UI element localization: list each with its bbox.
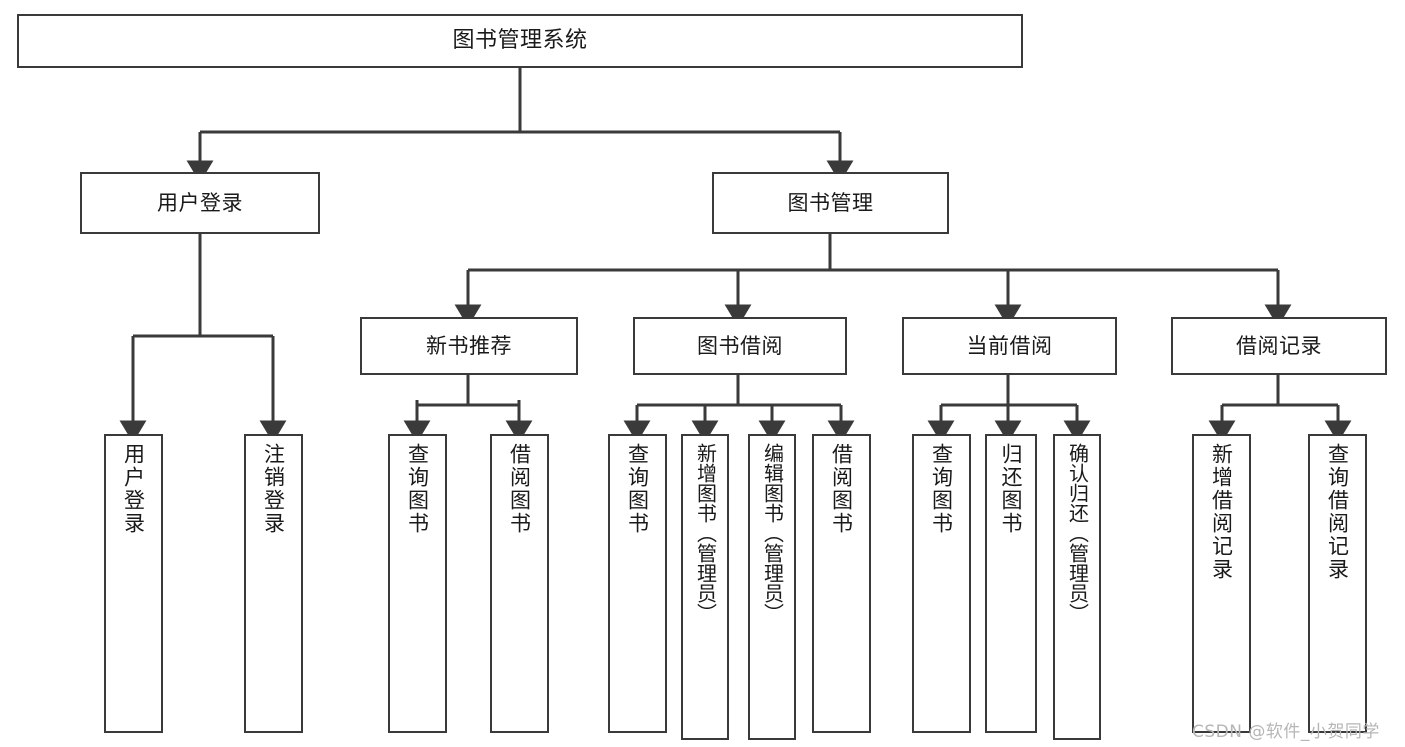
leaf-user-login-login[interactable]: 用户登录 [104, 434, 163, 733]
node-label: 借阅图书 [829, 443, 854, 535]
leaf-book-borrow-query[interactable]: 查询图书 [608, 434, 667, 733]
node-root-system[interactable]: 图书管理系统 [17, 14, 1023, 68]
node-label: 查询图书 [625, 443, 650, 535]
node-label: 借阅图书 [507, 443, 532, 535]
node-book-borrow[interactable]: 图书借阅 [633, 317, 847, 375]
node-label: 图书借阅 [697, 333, 783, 358]
node-label: 查询图书 [405, 443, 430, 535]
leaf-current-borrow-confirm-return[interactable]: 确认归还（管理员） [1053, 434, 1101, 740]
leaf-user-login-logout[interactable]: 注销登录 [244, 434, 303, 733]
node-label: 新增借阅记录 [1209, 443, 1234, 581]
node-label: 注销登录 [261, 443, 286, 535]
node-label: 确认归还（管理员） [1065, 443, 1090, 623]
node-label: 查询图书 [929, 443, 954, 535]
csdn-watermark: CSDN @软件_小贺同学 [1192, 722, 1380, 742]
node-user-login[interactable]: 用户登录 [80, 172, 320, 234]
leaf-new-book-borrow[interactable]: 借阅图书 [490, 434, 549, 733]
node-label: 新增图书（管理员） [693, 443, 718, 623]
node-current-borrow[interactable]: 当前借阅 [902, 317, 1117, 375]
node-label: 归还图书 [999, 443, 1024, 535]
leaf-book-borrow-edit[interactable]: 编辑图书（管理员） [748, 434, 796, 740]
node-label: 查询借阅记录 [1325, 443, 1350, 581]
node-label: 借阅记录 [1236, 333, 1322, 358]
leaf-current-borrow-return[interactable]: 归还图书 [985, 434, 1037, 733]
leaf-book-borrow-borrow[interactable]: 借阅图书 [812, 434, 871, 733]
leaf-current-borrow-query[interactable]: 查询图书 [912, 434, 971, 733]
leaf-borrow-record-add[interactable]: 新增借阅记录 [1192, 434, 1251, 733]
node-label: 用户登录 [157, 190, 243, 215]
node-borrow-record[interactable]: 借阅记录 [1171, 317, 1387, 375]
node-new-book-recommend[interactable]: 新书推荐 [360, 317, 578, 375]
node-label: 当前借阅 [966, 333, 1053, 358]
node-label: 用户登录 [121, 443, 146, 535]
node-book-management[interactable]: 图书管理 [712, 172, 949, 234]
node-label: 图书管理 [787, 190, 874, 215]
node-label: 编辑图书（管理员） [760, 443, 785, 623]
node-label: 图书管理系统 [452, 28, 588, 54]
leaf-new-book-query[interactable]: 查询图书 [388, 434, 447, 733]
leaf-borrow-record-query[interactable]: 查询借阅记录 [1308, 434, 1367, 733]
leaf-book-borrow-add[interactable]: 新增图书（管理员） [681, 434, 729, 740]
node-label: 新书推荐 [426, 333, 512, 358]
